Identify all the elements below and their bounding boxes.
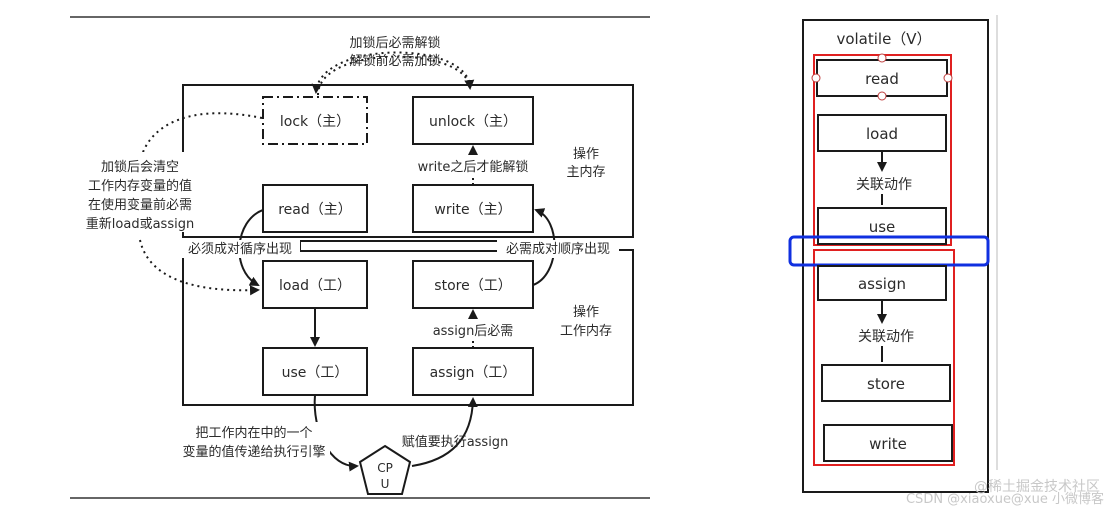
cpu-pentagon — [358, 444, 412, 495]
lock-label: lock（主） — [280, 114, 350, 130]
assign-box — [412, 347, 534, 396]
watermark-secondary: @稀土掘金技术社区 — [974, 479, 1100, 495]
assign-write-red-frame — [813, 249, 955, 466]
bottom-note-line2: 变量的值传递给执行引擎 — [182, 444, 325, 460]
right-diagram: volatile（V） read load 关联动作 use assign 关联… — [788, 15, 998, 493]
lock-clear-dotted-curve — [138, 112, 263, 211]
read-handle-right — [943, 73, 953, 83]
write-after-unlock-label: write之后才能解锁 — [418, 159, 529, 175]
volatile-title: volatile（V） — [836, 30, 931, 48]
use-label: use（工） — [282, 365, 349, 381]
left-note-line1: 加锁后会清空 — [101, 159, 179, 175]
op-main-line2: 主内存 — [566, 164, 605, 180]
unlock-label: unlock（主） — [429, 114, 517, 130]
load-label: load（工） — [279, 278, 351, 294]
pair-left-label: 必须成对循序出现 — [188, 242, 292, 257]
v-use-label: use — [869, 218, 896, 236]
read-label: read（主） — [278, 202, 352, 218]
lock-box — [262, 96, 368, 145]
op-main-line1: 操作 — [573, 146, 599, 162]
v-store-label: store — [867, 375, 905, 393]
clear-to-load-dotted-curve — [139, 239, 260, 296]
bottom-note-bg — [180, 422, 330, 462]
op-work-line2: 工作内存 — [560, 323, 612, 339]
v-read-label: read — [865, 70, 899, 88]
assign-required-bg — [424, 321, 522, 339]
left-note-bg — [75, 152, 205, 232]
top-note-line1: 加锁后必需解锁 — [349, 35, 440, 51]
watermark: CSDN @xiaoxue@xue 小微博客 — [906, 491, 1104, 507]
left-note-line2: 工作内存变量的值 — [88, 178, 192, 194]
bottom-note-line1: 把工作内在中的一个 — [195, 425, 312, 441]
write-label: write（主） — [434, 202, 511, 218]
left-diagram: lock（主） unlock（主） read（主） write（主） load（… — [70, 16, 650, 499]
v-assign-box — [817, 265, 947, 301]
store-label: store（工） — [434, 278, 511, 294]
left-note-line4: 重新load或assign — [86, 216, 194, 232]
pair-left-bg — [180, 240, 300, 258]
v-link-1-label: 关联动作 — [856, 177, 912, 193]
v-store-box — [821, 364, 951, 402]
store-box — [412, 260, 534, 309]
read-handle-bottom — [877, 91, 887, 101]
read-handle-top — [877, 53, 887, 63]
assign-required-label: assign后必需 — [433, 324, 514, 339]
v-write-label: write — [869, 435, 907, 453]
v-link-2-label: 关联动作 — [858, 329, 914, 345]
top-note-line2: 解锁前必需加锁 — [349, 53, 440, 69]
v-assign-label: assign — [858, 275, 906, 293]
cpu-line1: CP — [377, 461, 393, 475]
assign-label: assign（工） — [430, 365, 517, 381]
pair-bridge — [299, 240, 506, 252]
cpu-to-assign-curve — [411, 397, 478, 467]
pair-right-bg — [497, 240, 619, 258]
lock-unlock-dotted-arc — [317, 55, 475, 96]
write-box — [412, 184, 534, 233]
unlock-lock-dotted-arc — [311, 51, 471, 94]
use-box — [262, 347, 368, 396]
pair-right-label: 必需成对顺序出现 — [506, 242, 610, 257]
left-note-line3: 在使用变量前必需 — [88, 197, 192, 213]
v-write-box — [823, 424, 953, 462]
unlock-box — [412, 96, 534, 145]
write-after-unlock-bg — [406, 156, 540, 176]
assign-exec-label: 赋值要执行assign — [402, 434, 509, 450]
load-box — [262, 260, 368, 309]
cpu-line2: U — [381, 477, 390, 491]
read-handle-left — [811, 73, 821, 83]
volatile-frame — [802, 19, 989, 493]
v-load-label: load — [866, 125, 898, 143]
op-work-line1: 操作 — [573, 304, 599, 320]
read-box — [262, 184, 368, 233]
